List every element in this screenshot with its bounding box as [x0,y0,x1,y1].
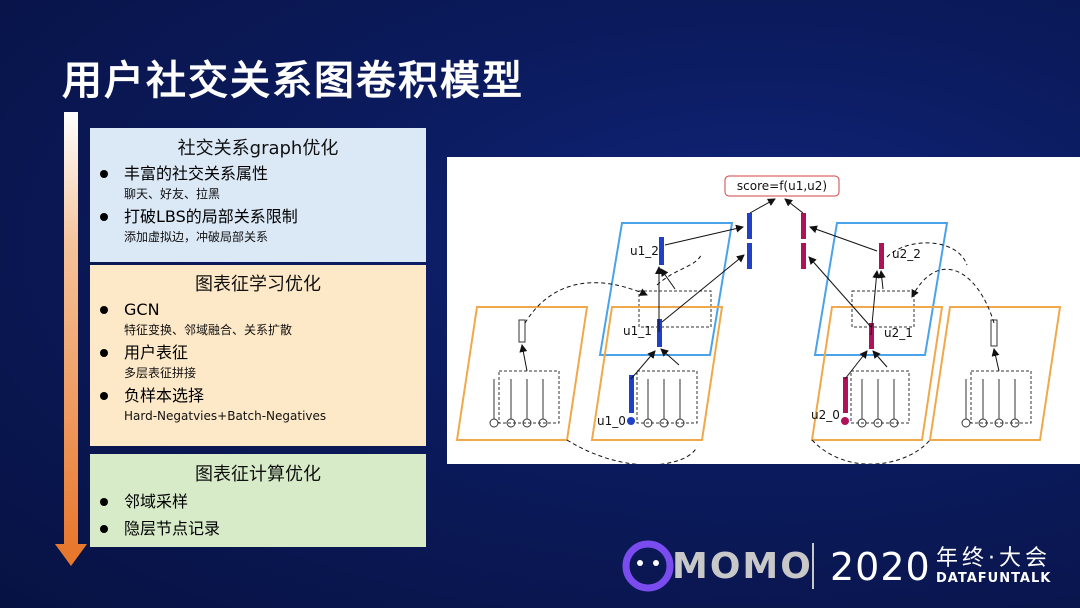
bullet-icon [100,498,108,506]
node-label: u1_1 [623,324,652,338]
bullet-icon [100,392,108,400]
node-label: u2_0 [811,408,840,422]
item-label: 负样本选择 [124,386,205,405]
right-outer-frame [928,306,1062,441]
section-computation: 图表征计算优化 邻域采样 隐层节点记录 [90,454,426,547]
list-item: 用户表征 多层表征拼接 [100,342,426,382]
bullet-icon [100,170,108,178]
item-sub: 聊天、好友、拉黑 [124,187,221,201]
left-middle-frame: u1_1 u1_0 [590,306,724,441]
u2-concat-bottom [801,243,806,269]
right-inner-frame-blue: u2_2 [813,222,949,356]
section-heading: 图表征计算优化 [195,464,321,485]
flow-arrow-head [55,544,87,566]
section-representation-learning: 图表征学习优化 GCN 特征变换、邻域融合、关系扩散 用户表征 多层表征拼接 负… [90,265,426,446]
section-graph-optimization: 社交关系graph优化 丰富的社交关系属性 聊天、好友、拉黑 打破LBS的局部关… [90,128,426,262]
score-label: score=f(u1,u2) [737,179,827,193]
bullet-icon [100,213,108,221]
item-sub: 多层表征拼接 [124,366,197,380]
item-sub: 特征变换、邻域融合、关系扩散 [124,323,293,337]
u2-concat-top [801,213,806,239]
left-inner-frame-blue: u1_2 [598,222,734,356]
item-label: GCN [124,300,160,319]
list-item: GCN 特征变换、邻域融合、关系扩散 [100,299,426,339]
footer-event-en: DATAFUNTALK [936,571,1052,586]
footer-divider [812,543,814,589]
section-heading: 图表征学习优化 [195,274,321,295]
node-label: u2_2 [892,247,921,261]
item-label: 丰富的社交关系属性 [124,164,269,183]
node-label: u1_2 [630,244,659,258]
item-label: 打破LBS的局部关系限制 [124,207,298,226]
item-label: 邻域采样 [124,492,189,511]
bullet-icon [100,525,108,533]
item-label: 用户表征 [124,343,189,362]
bullet-icon [100,349,108,357]
gcn-diagram-panel: score=f(u1,u2) u1_2 u1_1 u1_0 [447,157,1080,466]
list-item: 隐层节点记录 [100,518,426,540]
item-label: 隐层节点记录 [124,519,221,538]
gcn-diagram: score=f(u1,u2) u1_2 u1_1 u1_0 [455,175,1062,466]
footer-year: 2020 [830,545,931,589]
list-item: 负样本选择 Hard-Negatvies+Batch-Negatives [100,385,426,425]
node-label: u2_1 [884,326,913,340]
item-sub: Hard-Negatvies+Batch-Negatives [124,409,327,423]
list-item: 邻域采样 [100,491,426,513]
brand-name: MOMO [672,546,813,587]
section-heading: 社交关系graph优化 [177,138,339,159]
list-item: 打破LBS的局部关系限制 添加虚拟边，冲破局部关系 [100,206,426,246]
diagram-dashed-links [524,242,995,466]
u1-concat-bottom [747,243,752,269]
slide-title: 用户社交关系图卷积模型 [62,58,524,104]
footer-event-cn: 年终·大会 [936,546,1051,571]
bullet-icon [100,306,108,314]
item-sub: 添加虚拟边，冲破局部关系 [124,230,269,244]
diagram-arrows [519,198,1000,380]
right-middle-frame: u2_1 u2_0 [810,306,944,441]
flow-arrow-bar [64,112,78,548]
node-label: u1_0 [597,414,626,428]
u1-concat-top [747,213,752,239]
score-box [724,175,840,197]
list-item: 丰富的社交关系属性 聊天、好友、拉黑 [100,163,426,203]
